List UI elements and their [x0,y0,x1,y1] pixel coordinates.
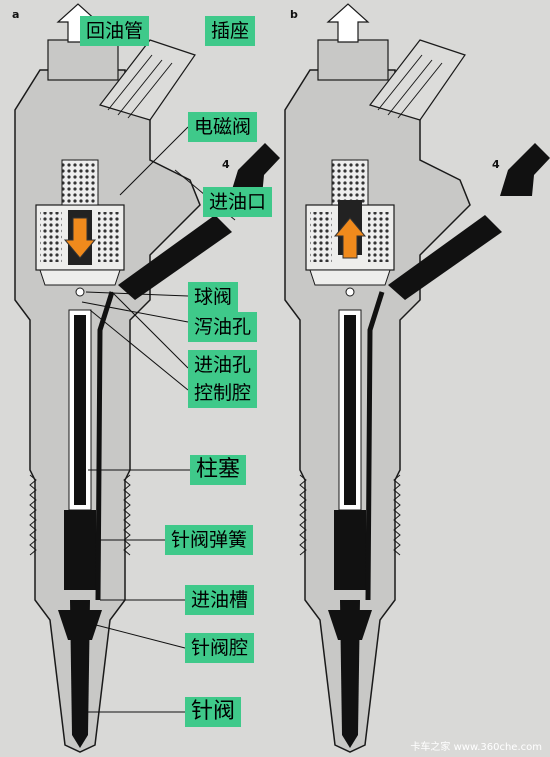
leader-lines [81,126,190,713]
watermark: 卡车之家 www.360che.com [410,742,542,753]
label-needle-chamber: 针阀腔 [185,633,255,663]
inlet-marker-b: 4 [492,158,500,171]
label-solenoid-valve: 电磁阀 [188,112,258,142]
injector-a-body [14,39,236,753]
return-arrow-b [326,3,370,43]
label-inlet-port: 进油口 [203,187,273,217]
label-needle-spring: 针阀弹簧 [165,525,254,555]
label-return-pipe: 回油管 [80,16,150,46]
flow-arrow-up-icon [333,217,367,259]
inlet-arrow-a [230,143,280,196]
flow-arrow-down-icon [63,217,97,259]
label-needle-valve: 针阀 [185,697,242,727]
inlet-arrow-b [500,143,550,196]
label-inlet-hole: 进油孔 [188,350,258,380]
panel-letter-b: b [290,8,298,21]
inlet-marker-a: 4 [222,158,230,171]
label-socket: 插座 [205,16,256,46]
panel-letter-a: a [12,8,20,21]
label-plunger: 柱塞 [190,455,247,485]
label-inlet-groove: 进油槽 [185,585,255,615]
label-ball-valve: 球阀 [188,282,239,312]
injector-b-body [284,39,502,753]
label-drain-hole: 泻油孔 [188,312,258,342]
label-control-chamber: 控制腔 [188,378,258,408]
